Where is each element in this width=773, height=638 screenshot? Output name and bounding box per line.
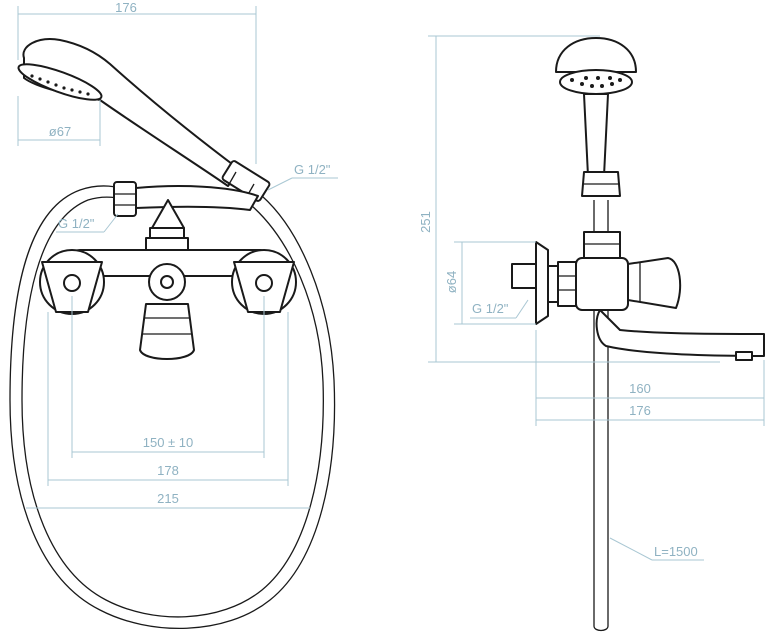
hand-shower-side xyxy=(555,37,637,197)
hand-shower-front xyxy=(17,38,271,202)
spray-nozzles xyxy=(30,74,90,96)
dim-centers-label: 150 ± 10 xyxy=(143,435,194,450)
dimension-width-215: 215 xyxy=(26,491,310,509)
dimension-spout-176: 176 xyxy=(536,403,764,421)
dimension-width-178: 178 xyxy=(47,312,289,486)
dim-160-label: 160 xyxy=(629,381,651,396)
dimension-spout-160: 160 xyxy=(535,330,765,426)
mixer-body-side xyxy=(575,231,765,361)
dim-hose-length-label: L=1500 xyxy=(654,544,698,559)
dimension-inlet-thread-front: G 1/2" xyxy=(56,213,119,233)
front-view: 176 ø67 G 1/2" G 1/2" 150 ± 10 xyxy=(9,0,338,629)
dimension-hose-length: L=1500 xyxy=(609,537,704,561)
dimension-centers: 150 ± 10 xyxy=(71,296,265,458)
dimension-head-diameter: ø67 xyxy=(17,96,101,146)
dim-176-side-label: 176 xyxy=(629,403,651,418)
left-handle-front xyxy=(39,249,105,315)
dim-inlet-front-label: G 1/2" xyxy=(58,216,95,231)
dimension-top-width: 176 xyxy=(17,0,257,164)
right-handle-front xyxy=(231,249,297,315)
mixer-body-front xyxy=(69,181,271,360)
dim-inlet-side-label: G 1/2" xyxy=(472,301,509,316)
dim-176-label: 176 xyxy=(115,0,137,15)
dim-67-label: ø67 xyxy=(49,124,71,139)
dimension-flange-diameter: ø64 xyxy=(444,241,536,325)
side-view: 251 ø64 G 1/2" 160 176 xyxy=(418,35,765,632)
shower-hose xyxy=(9,185,336,629)
dim-215-label: 215 xyxy=(157,491,179,506)
dim-hose-thread-label: G 1/2" xyxy=(294,162,331,177)
side-spray-nozzles xyxy=(570,76,622,88)
dim-64-label: ø64 xyxy=(444,271,459,293)
dimension-height: 251 xyxy=(418,35,720,363)
dimension-inlet-thread-side: G 1/2" xyxy=(470,299,529,319)
dimension-hose-thread: G 1/2" xyxy=(267,162,338,191)
dim-251-label: 251 xyxy=(418,211,433,233)
wall-flange-side xyxy=(511,241,577,325)
dim-178-label: 178 xyxy=(157,463,179,478)
